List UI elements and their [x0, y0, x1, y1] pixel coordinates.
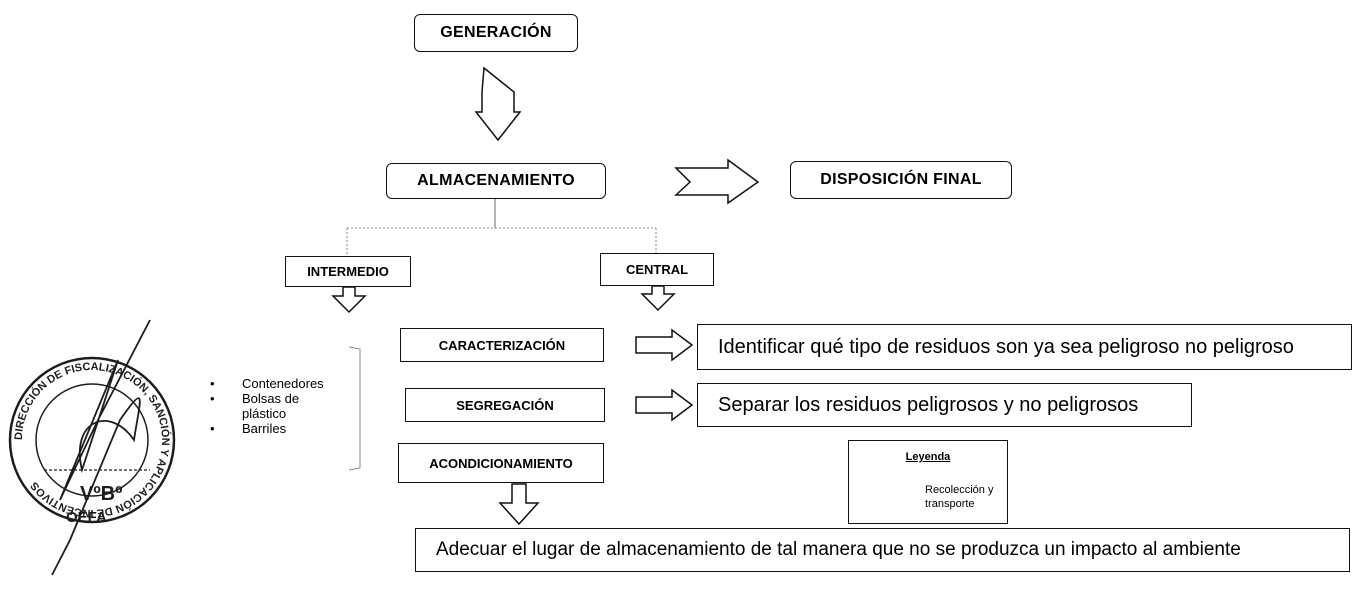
containers-list-item: • Bolsas de plástico [210, 391, 334, 421]
node-intermedio: INTERMEDIO [285, 256, 411, 287]
node-disposicion-final: DISPOSICIÓN FINAL [790, 161, 1012, 199]
node-generacion-label: GENERACIÓN [440, 24, 552, 41]
node-central: CENTRAL [600, 253, 714, 286]
bracket [348, 346, 361, 471]
legend-label: Recolección y transporte [925, 484, 994, 510]
desc-segregacion-text: Separar los residuos peligrosos y no pel… [718, 393, 1139, 416]
legend-box: Leyenda Recolección y transporte [848, 440, 1008, 524]
node-disposicion-final-label: DISPOSICIÓN FINAL [820, 171, 982, 188]
desc-acondicionamiento-text: Adecuar el lugar de almacenamiento de ta… [436, 539, 1241, 560]
desc-caracterizacion: Identificar qué tipo de residuos son ya … [697, 324, 1352, 370]
containers-item-label: Contenedores [242, 376, 324, 391]
bullet-dot: • [210, 376, 215, 391]
arrow-down-intermedio [331, 286, 367, 314]
desc-segregacion: Separar los residuos peligrosos y no pel… [697, 383, 1192, 427]
containers-list-item: • Contenedores [210, 376, 334, 391]
bullet-dot: • [210, 391, 215, 406]
node-acondicionamiento: ACONDICIONAMIENTO [398, 443, 604, 483]
arrow-down-central [640, 285, 676, 312]
signature-scribble [51, 319, 151, 576]
node-caracterizacion: CARACTERIZACIÓN [400, 328, 604, 362]
stamp-org-text: OEFA [66, 509, 107, 526]
desc-caracterizacion-text: Identificar qué tipo de residuos son ya … [718, 335, 1294, 358]
containers-list: • Contenedores • Bolsas de plástico • Ba… [210, 376, 334, 436]
node-generacion: GENERACIÓN [414, 14, 578, 52]
node-caracterizacion-label: CARACTERIZACIÓN [438, 337, 566, 353]
node-central-label: CENTRAL [625, 262, 689, 277]
stamp-seal: DIRECCIÓN DE FISCALIZACIÓN, SANCIÓN Y AP… [8, 319, 176, 576]
arrow-right-caracterizacion [635, 328, 694, 362]
node-intermedio-label: INTERMEDIO [307, 264, 389, 279]
containers-item-label: Bolsas de plástico [242, 391, 300, 421]
legend-title: Leyenda [905, 451, 951, 463]
node-almacenamiento: ALMACENAMIENTO [386, 163, 606, 199]
node-acondicionamiento-label: ACONDICIONAMIENTO [429, 455, 573, 471]
arrow-right-disposicion [674, 158, 760, 205]
arrow-down-generacion [474, 66, 522, 142]
bullet-dot: • [210, 421, 215, 436]
desc-acondicionamiento: Adecuar el lugar de almacenamiento de ta… [415, 528, 1350, 572]
node-almacenamiento-label: ALMACENAMIENTO [417, 172, 575, 189]
node-segregacion-label: SEGREGACIÓN [456, 397, 554, 413]
arrow-right-segregacion [635, 388, 694, 422]
containers-list-item: • Barriles [210, 421, 334, 436]
arrow-down-acondicionamiento [498, 483, 540, 526]
node-segregacion: SEGREGACIÓN [405, 388, 605, 422]
containers-item-label: Barriles [242, 421, 287, 436]
